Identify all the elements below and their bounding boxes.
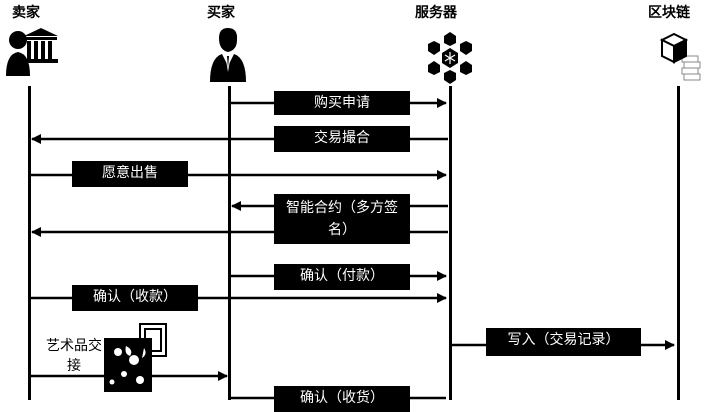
buyer-lifeline <box>228 86 231 400</box>
seller-lifeline <box>28 86 31 400</box>
server-snowflake-icon <box>422 30 478 90</box>
msg-confirm-receive-goods: 确认（收货） <box>274 386 410 412</box>
blockchain-lifeline <box>677 86 680 400</box>
server-lifeline <box>449 86 452 400</box>
msg-willing-sell: 愿意出售 <box>72 161 188 187</box>
actor-blockchain-label: 区块链 <box>648 5 690 21</box>
msg-confirm-pay: 确认（付款） <box>274 264 410 290</box>
msg-purchase-request: 购买申请 <box>274 91 410 115</box>
msg-confirm-receive-money: 确认（收款） <box>72 285 198 311</box>
msg-write-record: 写入（交易记录） <box>486 328 641 356</box>
actor-buyer-label: 买家 <box>207 5 235 21</box>
artwork-label: 艺术品交接 <box>46 338 102 374</box>
actor-seller-label: 卖家 <box>12 5 40 21</box>
blockchain-cube-icon <box>658 32 704 90</box>
msg-trade-match: 交易撮合 <box>274 126 410 152</box>
buyer-person-icon <box>208 26 248 86</box>
artwork-painting-icon <box>104 322 170 396</box>
msg-smart-contract: 智能合约（多方签名） <box>274 194 410 244</box>
seller-bank-person-icon <box>4 26 58 86</box>
actor-server-label: 服务器 <box>415 5 457 21</box>
